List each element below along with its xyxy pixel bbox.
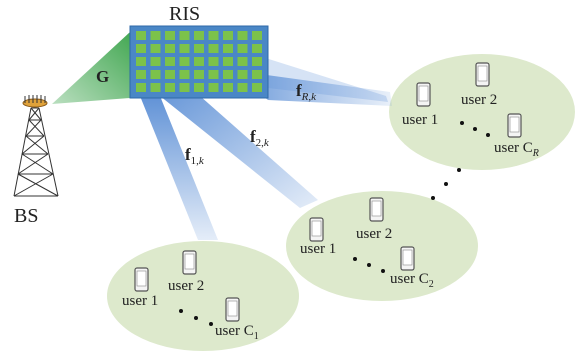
ris-element [194,31,204,40]
channel-label-fR: fR,k [296,81,317,103]
ris-element [252,70,262,79]
cluster-2-user-C-phone-icon [400,246,415,271]
ris-element [136,83,146,92]
cluster-R-user-1-label: user 1 [402,112,438,128]
cluster-R-user-1-phone-icon [416,82,431,107]
ris-element [223,31,233,40]
cluster-1-user-C-phone-icon [225,297,240,322]
cluster-2-user-2-label: user 2 [356,226,392,242]
cluster-R-user-C-label: user CR [494,140,539,159]
ris-element [179,57,190,66]
ris-element [165,83,175,92]
channel-label-f1: f1,k [185,145,205,167]
g-channel-label: G [96,67,109,86]
ris-element [237,31,248,40]
cluster-R-user-2-label: user 2 [461,92,497,108]
ris-label: RIS [169,3,200,25]
ris-element [150,70,161,79]
beam-f2 [160,96,318,208]
beam-fR [230,70,392,106]
beam-f1 [140,96,218,240]
cluster-1-user-1-phone-icon [134,267,149,292]
ris-element [208,83,219,92]
cluster-1-user-2-phone-icon [182,250,197,275]
ris-panel [129,25,269,99]
ris-element [252,31,262,40]
ris-element [252,57,262,66]
ris-element [150,83,161,92]
cluster-2-area [286,191,478,301]
ris-element [194,57,204,66]
ris-element [136,70,146,79]
ris-element [194,83,204,92]
ris-element [223,83,233,92]
cluster-2-user-1-phone-icon [309,217,324,242]
bs-label: BS [14,205,38,227]
ris-element [223,70,233,79]
cluster-2-user-1-label: user 1 [300,241,336,257]
ris-element [208,57,219,66]
cluster-2-user-2-phone-icon [369,197,384,222]
ris-element [150,31,161,40]
ris-element [237,70,248,79]
beam-fR-upper [240,50,388,102]
cluster-R-user-2-phone-icon [475,62,490,87]
cluster-1-area [107,241,299,351]
ris-element [150,44,161,53]
ris-element [194,44,204,53]
ris-element [208,31,219,40]
ris-element [237,57,248,66]
ris-element [150,57,161,66]
ris-element [165,57,175,66]
ris-element [237,44,248,53]
ris-element [223,57,233,66]
ris-element [165,31,175,40]
ris-element [179,83,190,92]
ris-element [136,57,146,66]
ris-element [136,31,146,40]
ellipsis-dots [179,121,490,326]
ris-element [208,44,219,53]
ris-element [208,70,219,79]
ris-element [252,83,262,92]
channel-label-f2: f2,k [250,127,270,149]
cluster-R-area [389,54,575,170]
cluster-2-user-C-label: user C2 [390,271,434,290]
cluster-R-user-C-phone-icon [507,113,522,138]
cluster-1-user-C-label: user C1 [215,323,259,342]
ris-element [179,70,190,79]
ris-element [179,44,190,53]
cluster-1-user-1-label: user 1 [122,293,158,309]
ris-element [223,44,233,53]
ris-element [165,44,175,53]
g-channel-beam [52,32,130,104]
ris-element [179,31,190,40]
cluster-1-user-2-label: user 2 [168,278,204,294]
ris-element [194,70,204,79]
base-station-icon [13,95,59,197]
ris-element [237,83,248,92]
ris-element [165,70,175,79]
ris-element [136,44,146,53]
ris-element [252,44,262,53]
